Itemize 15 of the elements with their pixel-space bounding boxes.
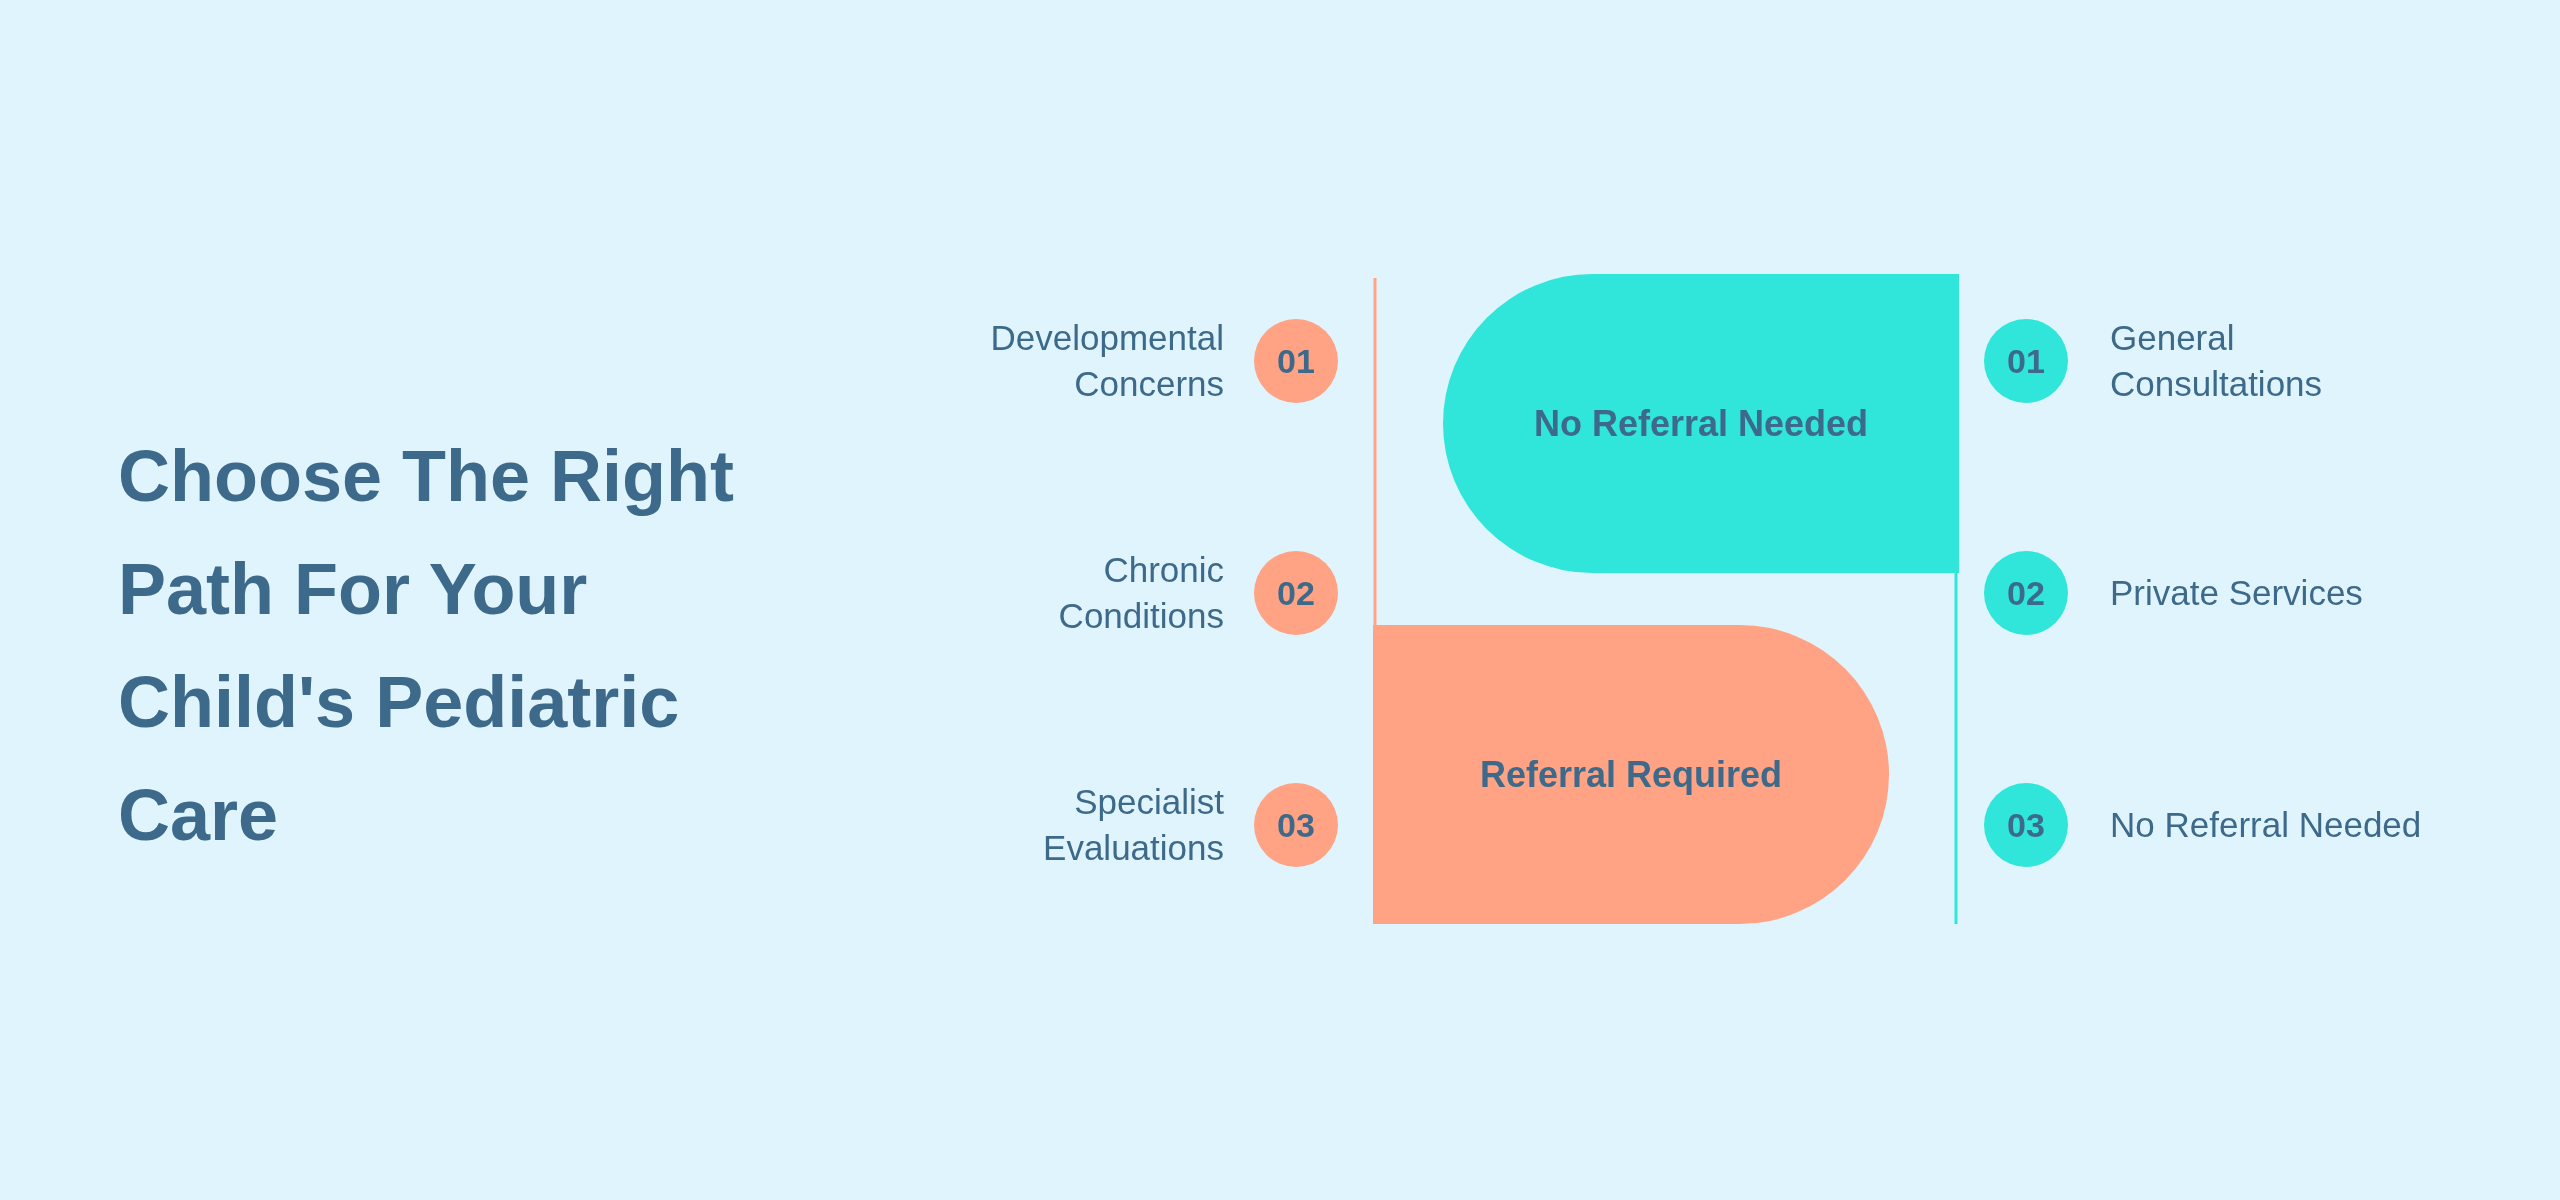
number-badge: 02 [1984, 551, 2068, 635]
item-label: General Consultations [2110, 317, 2324, 405]
item-label: Specialist Evaluations [1042, 781, 1224, 869]
item-label: No Referral Needed [2110, 804, 2423, 846]
banner-shape: Referral Required [1373, 625, 1889, 924]
title: Choose The Right Path For Your Child's Pediatric Care [118, 435, 735, 857]
item-label: Chronic Conditions [1057, 549, 1224, 637]
number-badge: 01 [1984, 319, 2068, 403]
number-badge: 03 [1984, 783, 2068, 867]
number-badge: 01 [1254, 319, 1338, 403]
banner-shape: No Referral Needed [1443, 274, 1959, 573]
item-label: Developmental Concerns [989, 317, 1224, 405]
item-label: Private Services [2110, 572, 2364, 614]
number-badge: 03 [1254, 783, 1338, 867]
number-badge: 02 [1254, 551, 1338, 635]
